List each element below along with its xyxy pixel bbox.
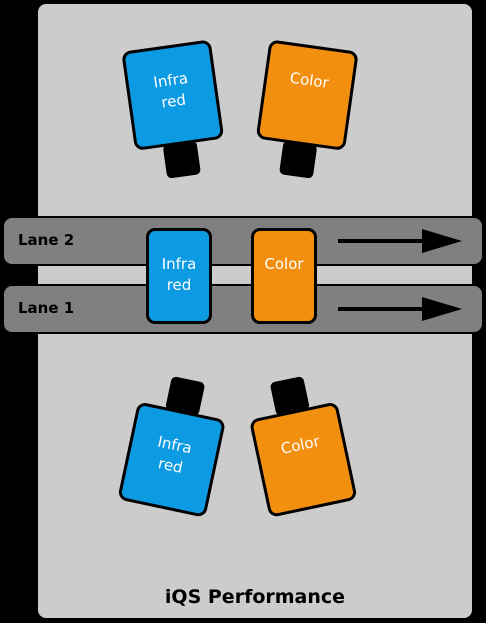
camera-top-color-lens bbox=[278, 140, 318, 179]
camera-top-color-body: Color bbox=[255, 39, 359, 151]
lane-1-label: Lane 1 bbox=[18, 299, 75, 317]
camera-bottom-infrared-label: Infra red bbox=[156, 432, 194, 477]
camera-bottom-color-label: Color bbox=[279, 432, 322, 458]
lane-color-box: Color bbox=[251, 228, 317, 324]
camera-top-color-label: Color bbox=[288, 68, 330, 92]
lane-1: Lane 1 bbox=[2, 284, 484, 334]
lane-infrared-label: Infra red bbox=[161, 255, 197, 294]
camera-top-infrared-body: Infra red bbox=[121, 39, 225, 151]
lane-color-label: Color bbox=[264, 255, 304, 273]
arrow-right-icon bbox=[338, 297, 462, 321]
lane-infrared-box: Infra red bbox=[146, 228, 212, 324]
panel-title: iQS Performance bbox=[164, 586, 346, 608]
lane-2-label: Lane 2 bbox=[18, 231, 75, 249]
camera-top-color: Color bbox=[251, 39, 359, 182]
lane-2: Lane 2 bbox=[2, 216, 484, 266]
arrow-right-icon bbox=[338, 229, 462, 253]
camera-top-infrared-lens bbox=[162, 140, 202, 179]
camera-top-infrared: Infra red bbox=[121, 39, 228, 182]
camera-top-infrared-label: Infra red bbox=[152, 68, 190, 112]
